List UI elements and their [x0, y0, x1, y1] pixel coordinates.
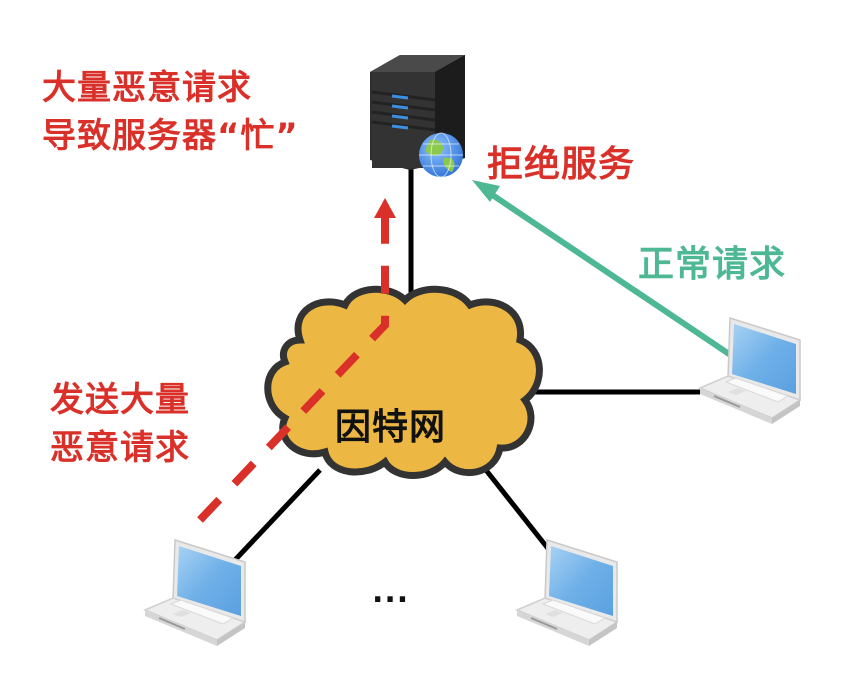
- more-clients-ellipsis: ...: [372, 575, 410, 610]
- malicious-arrowhead: [374, 198, 396, 218]
- malicious-request-arrow: [197, 212, 389, 523]
- laptop-attacker-client-icon: [144, 539, 246, 647]
- denial-of-service-label: 拒绝服务: [487, 144, 636, 185]
- internet-label: 因特网: [335, 407, 447, 448]
- internet-cloud: [264, 285, 543, 479]
- normal-arrowhead: [472, 180, 500, 202]
- link-internet-client-attacker: [233, 468, 322, 562]
- attacker-label-line2: 恶意请求: [50, 428, 190, 468]
- laptop-other-client-icon: [516, 539, 618, 647]
- attacker-label-line1: 发送大量: [50, 380, 190, 420]
- normal-request-arrow: [483, 187, 737, 361]
- globe-icon: [419, 132, 463, 178]
- laptop-normal-client-icon: [699, 317, 801, 425]
- attack-effect-label-line1: 大量恶意请求: [42, 68, 252, 108]
- normal-request-label: 正常请求: [638, 244, 787, 285]
- attack-effect-label-line2: 导致服务器“忙”: [42, 116, 299, 156]
